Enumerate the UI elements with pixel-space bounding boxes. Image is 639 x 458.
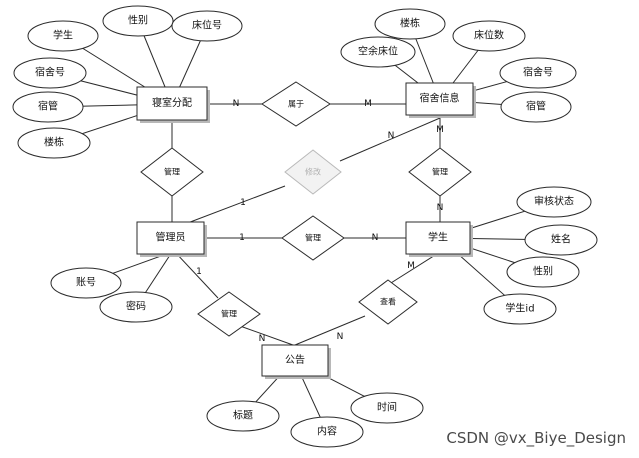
- entity-dorm-info: 宿舍信息: [405, 82, 476, 118]
- card-dorm-manage: M: [436, 125, 444, 135]
- rel-manage-student: 管理: [281, 215, 345, 261]
- attr-ra-building: 楼栋: [17, 127, 91, 159]
- card-student-manage: N: [437, 203, 444, 213]
- entity-admin: 管理员: [136, 221, 207, 257]
- attr-st-name: 姓名: [524, 224, 598, 256]
- card-student-view: M: [407, 261, 415, 271]
- attr-ra-bed-no: 床位号: [171, 10, 243, 42]
- attributes: 学生 性别 床位号 宿舍号 宿管 楼栋 楼栋 床位数: [12, 5, 598, 448]
- svg-text:学生id: 学生id: [505, 302, 534, 315]
- svg-text:楼栋: 楼栋: [44, 136, 64, 149]
- svg-text:管理: 管理: [221, 309, 237, 319]
- svg-text:内容: 内容: [317, 425, 337, 438]
- card-belongs-right: M: [364, 99, 372, 109]
- svg-text:性别: 性别: [533, 265, 553, 278]
- attr-st-gender: 性别: [506, 256, 580, 288]
- card-notice-manage: N: [259, 334, 266, 344]
- card-modify-admin: 1: [240, 198, 246, 208]
- attr-st-id: 学生id: [483, 293, 557, 325]
- cardinalities: N M 1 N M N 1 N 1 N M N: [196, 99, 444, 344]
- rel-belongs: 属于: [261, 81, 331, 127]
- svg-text:宿管: 宿管: [38, 100, 58, 113]
- attr-ra-dorm-no: 宿舍号: [13, 57, 87, 89]
- attr-di-building: 楼栋: [374, 8, 446, 40]
- svg-text:床位数: 床位数: [474, 29, 504, 42]
- attr-no-time: 时间: [350, 392, 424, 424]
- attr-st-audit: 审核状态: [516, 186, 592, 218]
- svg-text:楼栋: 楼栋: [400, 17, 420, 30]
- svg-text:密码: 密码: [126, 300, 146, 313]
- svg-text:属于: 属于: [288, 100, 304, 109]
- svg-text:学生: 学生: [53, 29, 73, 42]
- svg-text:管理: 管理: [432, 167, 448, 177]
- rel-view: 查看: [358, 279, 418, 325]
- attr-ad-password: 密码: [99, 291, 173, 323]
- svg-text:管理: 管理: [164, 167, 180, 177]
- svg-text:时间: 时间: [377, 401, 397, 414]
- attr-di-dorm-no: 宿舍号: [499, 57, 577, 89]
- svg-text:标题: 标题: [233, 410, 253, 422]
- svg-text:姓名: 姓名: [551, 233, 571, 246]
- svg-text:宿舍号: 宿舍号: [35, 66, 65, 79]
- attr-ra-manager: 宿管: [12, 91, 84, 123]
- svg-text:学生: 学生: [428, 231, 448, 244]
- watermark-text: CSDN @vx_Biye_Design: [446, 429, 626, 448]
- svg-text:宿舍信息: 宿舍信息: [420, 92, 460, 105]
- svg-text:修改: 修改: [305, 167, 321, 177]
- attr-ra-gender: 性别: [102, 5, 174, 37]
- card-admin-student-left: 1: [239, 233, 245, 243]
- svg-text:床位号: 床位号: [192, 19, 222, 32]
- svg-text:宿舍号: 宿舍号: [523, 66, 553, 79]
- svg-text:管理员: 管理员: [156, 231, 186, 244]
- card-belongs-left: N: [233, 99, 240, 109]
- svg-text:空余床位: 空余床位: [358, 45, 398, 58]
- rel-manage-assign: 管理: [140, 147, 204, 197]
- relations: 属于 管理 修改 管理 管理 管理 查看: [140, 81, 472, 337]
- card-admin-student-right: N: [372, 233, 379, 243]
- attr-no-title: 标题: [206, 400, 280, 432]
- attr-di-bed-count: 床位数: [452, 20, 526, 52]
- svg-text:管理: 管理: [305, 233, 321, 243]
- rel-manage-notice: 管理: [197, 291, 261, 337]
- card-admin-notice: 1: [196, 267, 202, 277]
- svg-text:宿管: 宿管: [526, 100, 546, 113]
- attr-ra-student: 学生: [27, 20, 99, 52]
- entities: 寝室分配 宿舍信息 管理员 学生 公告: [136, 82, 476, 379]
- svg-text:寝室分配: 寝室分配: [152, 96, 192, 109]
- svg-text:审核状态: 审核状态: [534, 195, 574, 208]
- svg-text:查看: 查看: [380, 297, 396, 307]
- attr-no-content: 内容: [290, 416, 364, 448]
- attr-di-manager: 宿管: [500, 91, 572, 123]
- rel-manage-dorm: 管理: [408, 147, 472, 197]
- entity-room-assign: 寝室分配: [136, 86, 210, 123]
- attr-ad-account: 账号: [50, 267, 122, 299]
- entity-notice: 公告: [261, 344, 331, 379]
- card-modify-dorm: N: [388, 131, 395, 141]
- svg-text:账号: 账号: [76, 277, 96, 289]
- attr-di-free-beds: 空余床位: [340, 36, 416, 68]
- entity-student: 学生: [405, 221, 473, 257]
- card-notice-view: N: [337, 332, 344, 342]
- svg-text:性别: 性别: [128, 14, 148, 27]
- svg-text:公告: 公告: [285, 353, 305, 366]
- rel-modify: 修改: [284, 149, 342, 195]
